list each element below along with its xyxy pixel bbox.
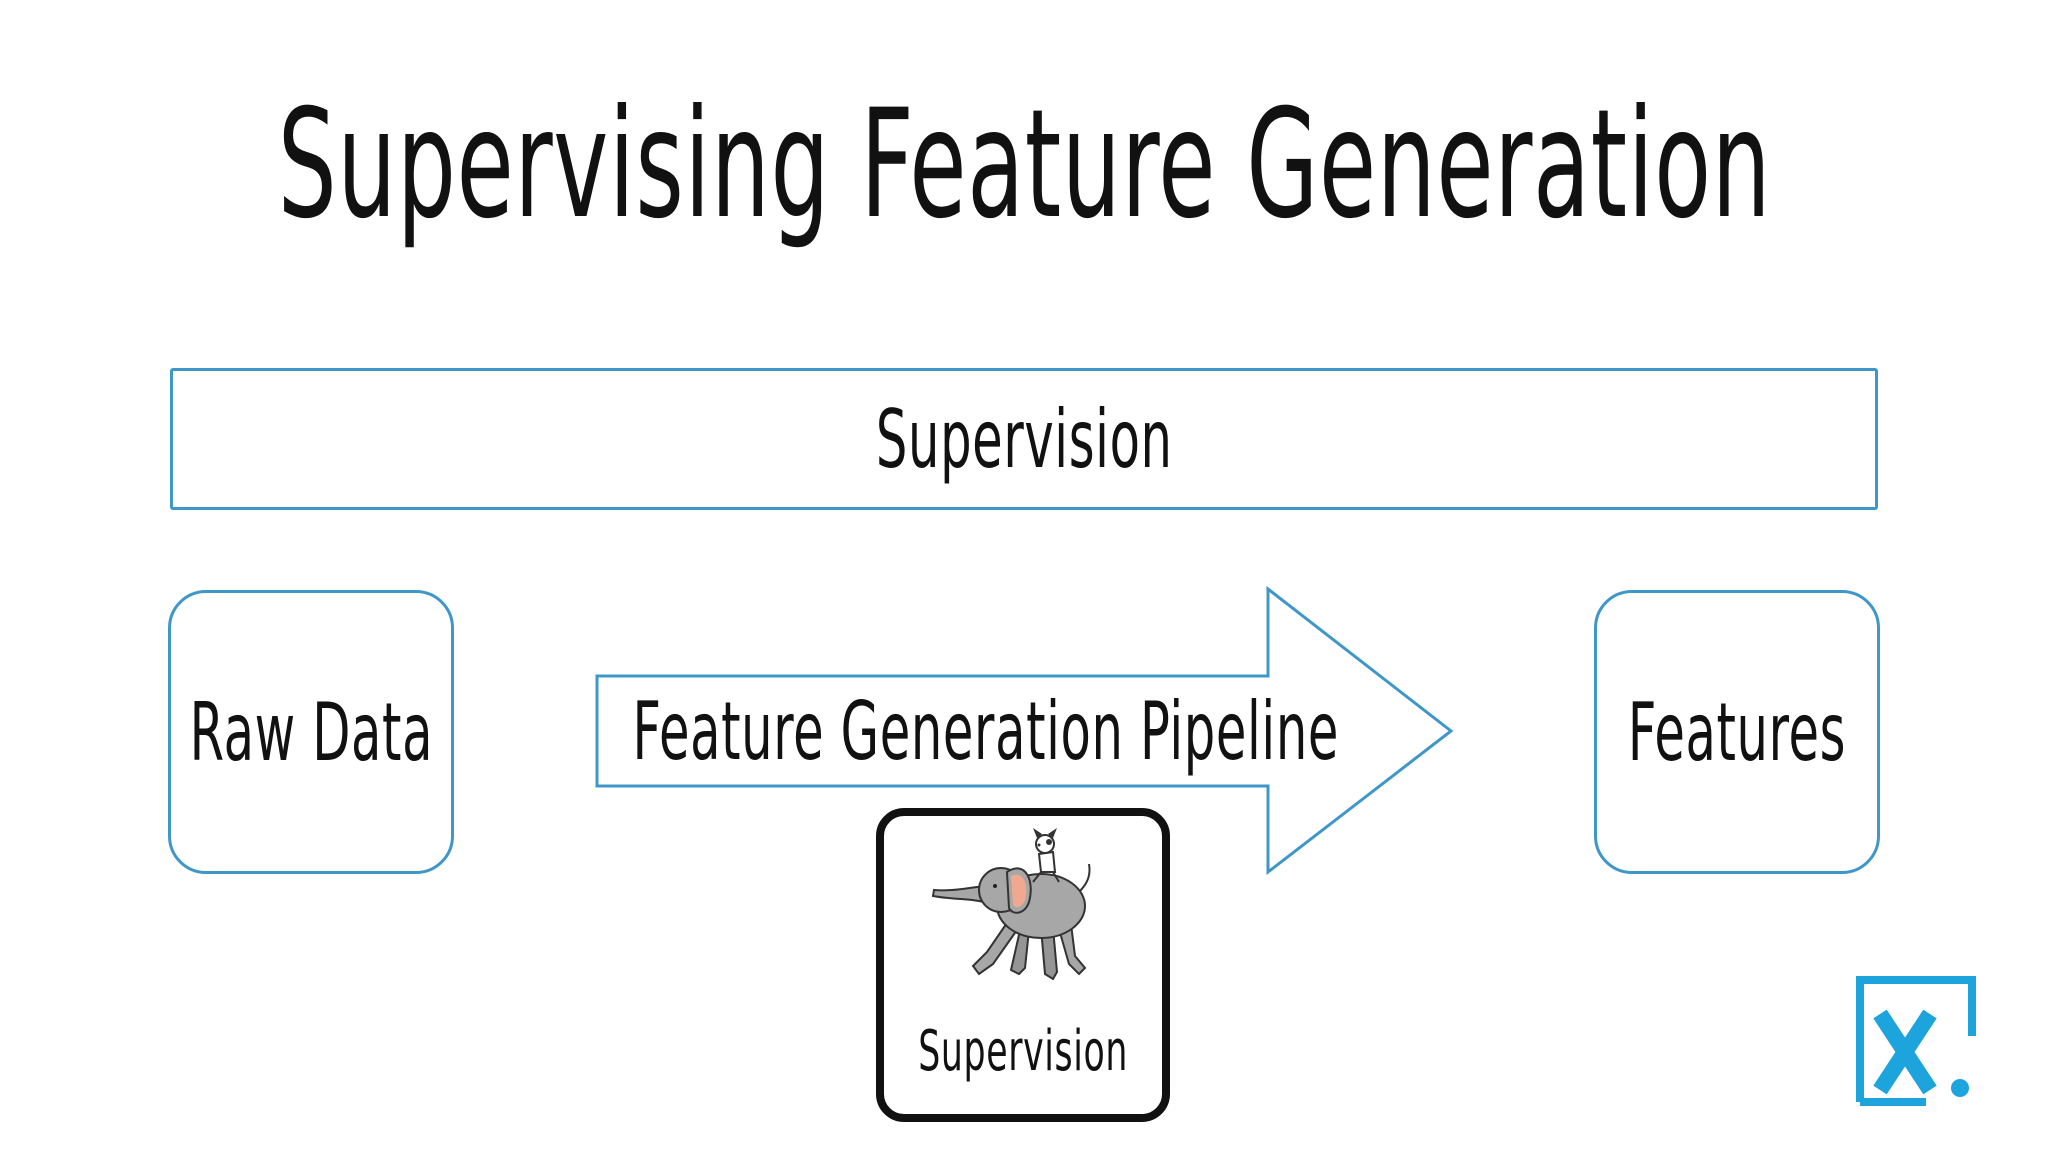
x-dot-logo-icon [1856, 976, 1976, 1106]
features-label: Features [1627, 685, 1847, 779]
supervision-card-label: Supervision [884, 1011, 1162, 1091]
slide-title-text: Supervising Feature Generation [277, 78, 1771, 252]
supervision-card: Supervision [876, 808, 1170, 1122]
raw-data-box: Raw Data [168, 590, 454, 874]
supervision-bar: Supervision [170, 368, 1878, 510]
pipeline-label: Feature Generation Pipeline [596, 676, 1376, 786]
slide-title: Supervising Feature Generation [0, 78, 2048, 252]
supervision-card-label-text: Supervision [918, 1018, 1128, 1084]
supervision-bar-label: Supervision [875, 392, 1173, 486]
features-box: Features [1594, 590, 1880, 874]
pipeline-arrow-shape [595, 585, 1454, 876]
raw-data-label: Raw Data [189, 685, 433, 779]
pipeline-label-text: Feature Generation Pipeline [632, 684, 1340, 778]
dog-riding-elephant-icon [931, 828, 1091, 981]
